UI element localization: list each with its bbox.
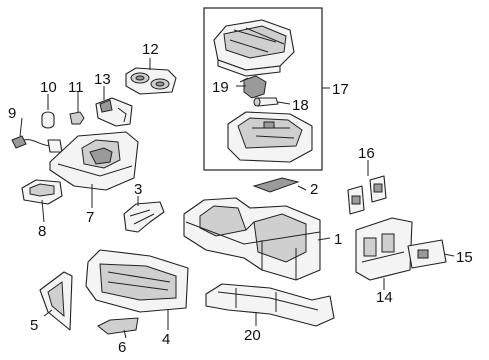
part-module-15: [407, 239, 447, 269]
part-pin: [253, 97, 279, 107]
part-tray-8: [21, 179, 63, 205]
callout-14: 14: [376, 289, 393, 306]
callout-12: 12: [142, 41, 159, 58]
callout-5: 5: [30, 317, 38, 334]
part-plug-10: [41, 111, 55, 129]
part-pad-2: [252, 177, 300, 193]
callout-7: 7: [86, 209, 94, 226]
part-side-panel-4: [85, 249, 189, 313]
callout-15: 15: [456, 249, 473, 266]
part-duct-20: [205, 283, 335, 327]
part-trim-5: [39, 271, 73, 331]
callout-6: 6: [118, 339, 126, 356]
part-storage-bin: [227, 111, 313, 163]
part-armrest-lid: [213, 19, 295, 77]
callout-11: 11: [68, 79, 84, 96]
callout-1: 1: [334, 231, 342, 248]
callout-2: 2: [310, 181, 318, 198]
part-console-body: [183, 197, 321, 281]
callout-17: 17: [332, 81, 349, 98]
part-clip-11: [69, 111, 85, 125]
callout-3: 3: [134, 181, 142, 198]
part-shifter-bezel: [49, 131, 139, 191]
callout-18: 18: [292, 97, 309, 114]
part-bracket-13: [95, 97, 133, 127]
part-latch: [239, 75, 267, 99]
callout-8: 8: [38, 223, 46, 240]
leader-lines: [19, 58, 455, 339]
part-bracket-3: [123, 201, 165, 233]
inset-box-17: [203, 7, 323, 171]
part-strip-6: [97, 317, 139, 335]
callout-19: 19: [212, 79, 229, 96]
callout-4: 4: [162, 331, 170, 348]
part-panel-14: [355, 217, 413, 281]
part-connector-9: [11, 135, 63, 153]
callout-13: 13: [94, 71, 111, 88]
callout-16: 16: [358, 145, 375, 162]
callout-10: 10: [40, 79, 57, 96]
part-switches-16: [347, 175, 387, 215]
part-cup-holder: [125, 67, 177, 95]
callout-20: 20: [244, 327, 261, 344]
callout-9: 9: [8, 105, 16, 122]
